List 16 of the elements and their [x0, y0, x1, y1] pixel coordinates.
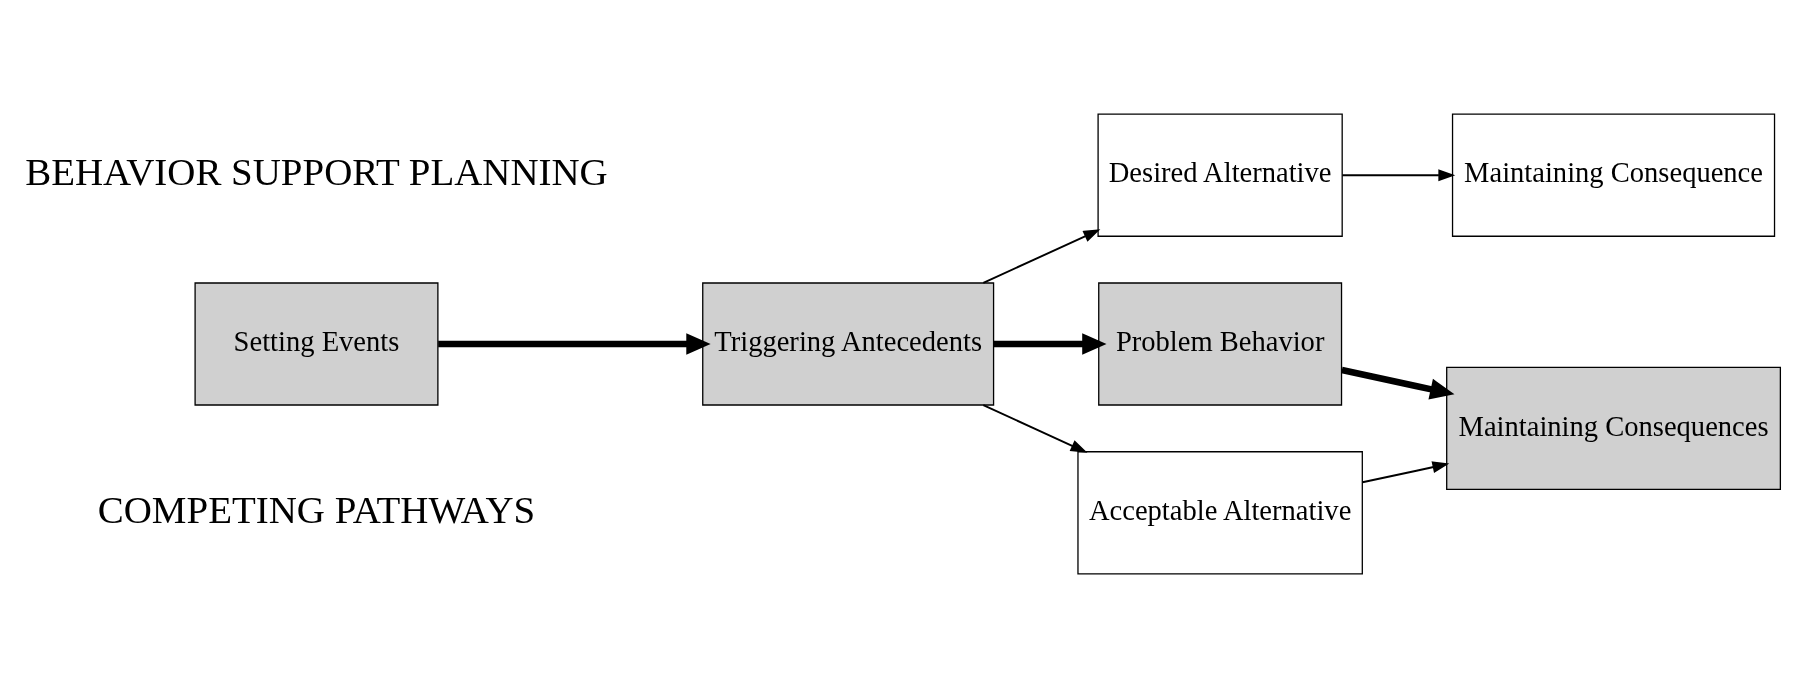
arrow [1361, 460, 1450, 483]
node-box: Problem Behavior [1098, 281, 1343, 406]
node-box: Triggering Antecedents [702, 281, 995, 406]
arrow [438, 332, 711, 355]
node-box: Maintaining Consequences [1446, 366, 1781, 490]
arrow [982, 403, 1088, 453]
node-box: Acceptable Alternative [1077, 450, 1363, 574]
arrow [993, 332, 1107, 355]
node-box: Desired Alternative [1097, 113, 1343, 237]
node-box: Maintaining Consequence [1451, 113, 1776, 237]
label: COMPETING PATHWAYS [97, 487, 536, 531]
arrow [982, 228, 1101, 284]
arrow [1341, 366, 1455, 400]
node-box: Setting Events [194, 281, 439, 406]
arrow [1341, 168, 1456, 181]
label: BEHAVIOR SUPPORT PLANNING [25, 149, 608, 193]
